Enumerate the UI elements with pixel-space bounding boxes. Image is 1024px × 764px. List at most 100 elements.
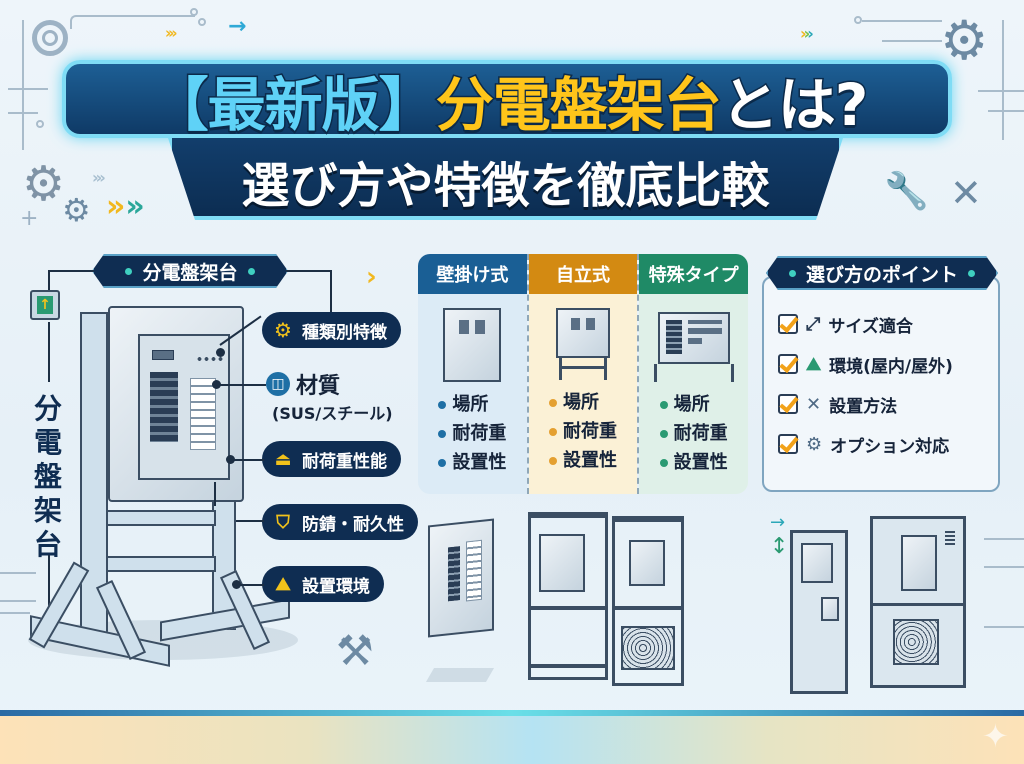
chevrons-icon: ›››: [165, 24, 177, 42]
criteria-label: 場所: [673, 394, 710, 415]
criteria-label: 設置性: [452, 452, 507, 473]
circuit-line: [978, 90, 1024, 92]
circuit-line: [70, 15, 195, 29]
feature-label: 材質: [296, 374, 341, 399]
connector-line: [48, 270, 94, 272]
feature-material: ◫ 材質: [266, 368, 340, 400]
criteria-label: 耐荷重: [452, 423, 507, 444]
connector-line: [330, 270, 332, 312]
column-header: 特殊タイプ: [639, 254, 748, 294]
point-label: 設置方法: [829, 396, 898, 417]
chevrons-icon: ›››: [800, 24, 813, 43]
connector-dot: [232, 580, 241, 589]
tools-icon: ✕: [950, 171, 982, 215]
connector-line: [214, 482, 216, 506]
points-header-label: 選び方のポイント: [805, 263, 958, 286]
diagram-header: 分電盤架台: [92, 254, 288, 288]
title-main: 分電盤架台: [434, 70, 723, 141]
point-item: ⤢サイズ適合: [778, 304, 953, 344]
criteria-item: 耐荷重: [549, 417, 617, 446]
criteria-item: 耐荷重: [659, 419, 728, 448]
floor-shadow: [425, 668, 495, 682]
circuit-line: [988, 110, 1024, 112]
connector-line: [236, 520, 264, 522]
bullet-icon: [549, 456, 557, 465]
plus-icon: +: [20, 206, 39, 231]
bullet-icon: [438, 400, 447, 409]
title-suffix: とは?: [719, 70, 870, 141]
badge-dot: [248, 268, 255, 275]
circuit-line: [984, 566, 1024, 568]
connector-line: [48, 555, 50, 625]
checkbox-checked-icon: [778, 354, 798, 374]
vent-icon: [945, 531, 955, 545]
connector-line: [230, 459, 264, 461]
feature-label: 設置環境: [302, 576, 370, 597]
point-item: ⛰環境(屋内/屋外): [778, 344, 953, 384]
chevron-right-icon: ›: [366, 262, 377, 292]
circuit-line: [0, 612, 30, 614]
title-tag: 最新版: [206, 70, 381, 141]
criteria-item: 場所: [438, 390, 506, 419]
connector-line: [236, 584, 264, 586]
circuit-line: [22, 20, 24, 150]
meter-window: [152, 350, 174, 360]
circuit-line: [1002, 20, 1004, 140]
move-arrows-icon: →: [770, 512, 786, 533]
criteria-label: 設置性: [673, 452, 728, 473]
upload-folder-icon: ↑: [30, 290, 60, 320]
comparison-column-special: 特殊タイプ 場所 耐荷重 設置性: [637, 254, 748, 494]
connector-line: [216, 384, 266, 386]
circuit-line: [882, 40, 942, 42]
bullet-icon: [659, 400, 668, 409]
circuit-line: [984, 538, 1024, 540]
checkbox-checked-icon: [778, 434, 798, 454]
title-bracket-open: 【: [149, 70, 210, 141]
badge-dot: [789, 270, 796, 277]
comparison-column-wall: 壁掛け式 場所 耐荷重 設置性: [418, 254, 527, 494]
title-bracket-close: 】: [377, 70, 438, 141]
stand-legs: [653, 364, 734, 382]
criteria-item: 設置性: [549, 446, 617, 475]
rack-ac-illustration: [612, 516, 684, 686]
feature-label: 種類別特徴: [302, 322, 387, 343]
criteria-label: 耐荷重: [673, 423, 728, 444]
checkbox-checked-icon: [778, 314, 798, 334]
bullet-icon: [549, 398, 557, 407]
arrow-right-icon: →: [228, 14, 247, 39]
feature-pill-load: ⏏ 耐荷重性能: [262, 441, 401, 477]
diagram-header-label: 分電盤架台: [142, 261, 238, 284]
vertical-arrows-icon: ↕: [770, 534, 789, 559]
wall-panel-illustration: [428, 518, 494, 638]
stand-crossbar: [106, 510, 216, 526]
indicator-lights: [196, 356, 224, 362]
criteria-label: 場所: [563, 392, 599, 413]
target-ring-icon: [42, 30, 58, 46]
criteria-label: 耐荷重: [563, 421, 617, 442]
circuit-line: [984, 626, 1024, 628]
wrench-icon: 🔧: [884, 171, 929, 212]
ac-unit: [621, 626, 675, 670]
footer-stripe: [0, 710, 1024, 716]
column-criteria: 場所 耐荷重 設置性: [438, 390, 506, 477]
rack-stand-illustration: [528, 512, 608, 680]
criteria-item: 場所: [659, 390, 728, 419]
connector-dot: [216, 348, 225, 357]
sparkle-icon: ✦: [982, 717, 1009, 755]
circuit-node: [190, 8, 198, 16]
circuit-line: [862, 20, 942, 34]
column-body: 場所 耐荷重 設置性: [528, 294, 638, 494]
bullet-icon: [438, 458, 447, 467]
feature-pill-durability: ⛉ 防錆・耐久性: [262, 504, 418, 540]
special-panel-illustration: [657, 312, 730, 364]
title-banner: [62, 60, 952, 138]
bullet-icon: [659, 429, 668, 438]
gear-icon: ⚙: [22, 156, 66, 212]
resize-arrows-icon: ⤢: [806, 313, 821, 335]
feature-label: 防錆・耐久性: [302, 514, 404, 535]
points-list: ⤢サイズ適合 ⛰環境(屋内/屋外) ✕設置方法 ⚙オプション対応: [778, 304, 953, 464]
points-header: 選び方のポイント: [766, 256, 998, 290]
enclosure-stand-illustration: [790, 530, 848, 694]
criteria-item: 設置性: [438, 448, 506, 477]
page-title: 【 最新版 】 分電盤架台 とは?: [64, 60, 954, 141]
